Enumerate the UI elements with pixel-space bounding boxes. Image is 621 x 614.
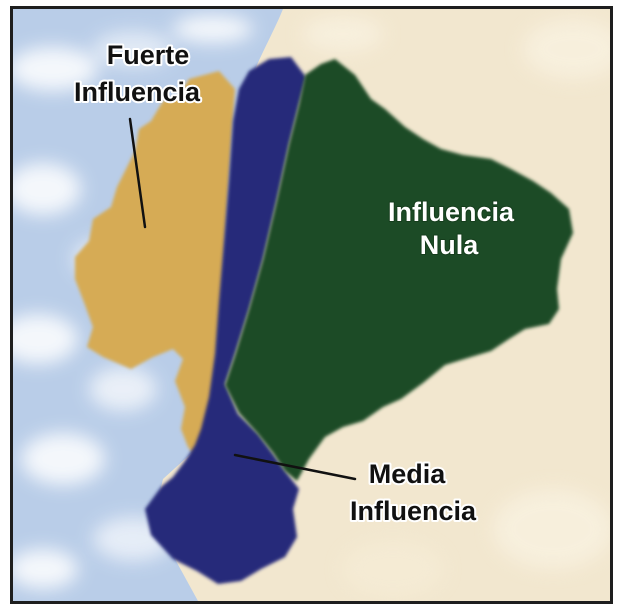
region-influencia-nula	[225, 59, 573, 481]
region-fuerte-influencia	[75, 71, 235, 461]
influence-map: Fuerte Influencia Influencia Nula Media …	[13, 9, 610, 601]
label-media-line2: Influencia	[350, 496, 477, 526]
label-nula-line2: Nula	[420, 230, 479, 260]
label-fuerte-line2: Influencia	[74, 77, 201, 107]
label-nula-line1: Influencia	[388, 197, 515, 227]
land-haze	[303, 16, 610, 597]
region-media-influencia	[145, 57, 306, 584]
leader-line-fuerte	[128, 117, 147, 229]
label-media-line1: Media	[369, 459, 447, 489]
map-frame: Fuerte Influencia Influencia Nula Media …	[10, 6, 613, 604]
leader-line-media	[233, 453, 357, 481]
label-fuerte-line1: Fuerte	[107, 40, 190, 70]
